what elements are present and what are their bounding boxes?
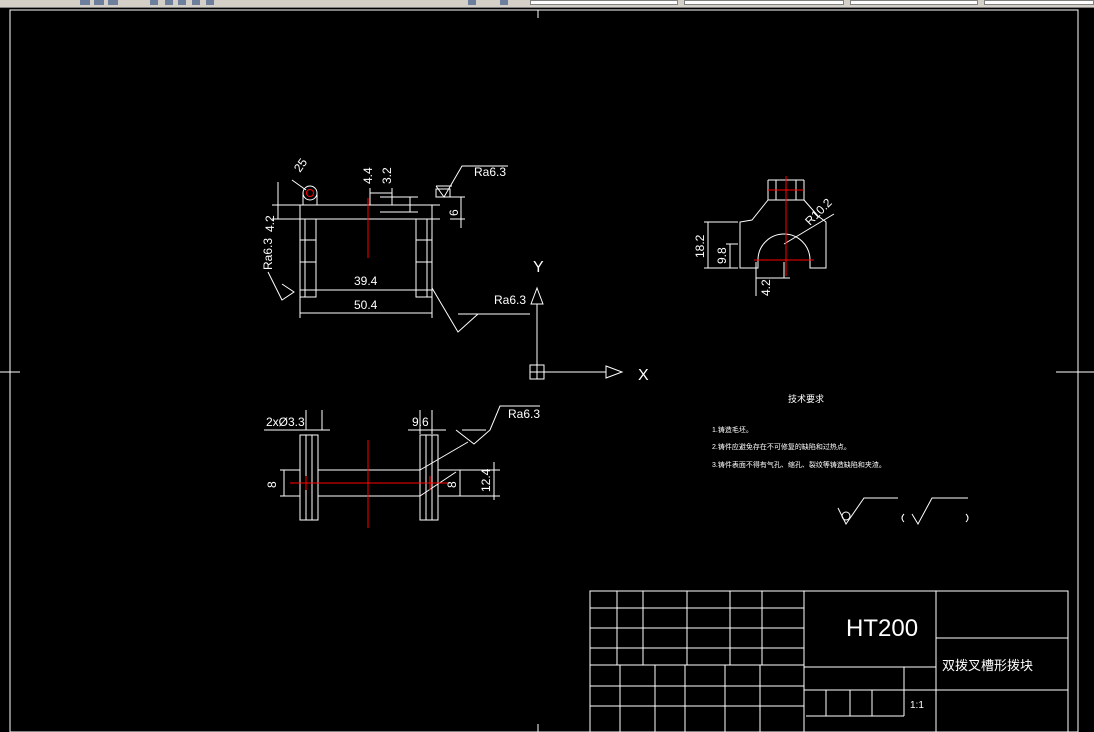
roughness-label: Ra6.3 [508,407,540,421]
dim-3-2: 3.2 [380,167,394,184]
dim-8-right: 8 [445,481,459,488]
dim-18-2: 18.2 [693,234,707,258]
tech-requirements: 技术要求 1.铸造毛坯。 2.铸件应避免存在不可修复的缺陷和过热点。 3.铸件表… [712,393,886,469]
save-icon[interactable] [80,0,90,5]
front-view [264,405,540,521]
dim-9-8: 9.8 [715,247,729,264]
dim-6: 6 [447,209,461,216]
dim-4-2: 4.2 [759,279,773,296]
general-roughness-symbol [837,497,969,526]
roughness-label: Ra6.3 [494,293,526,307]
lineweight-dropdown[interactable] [984,0,1094,5]
dim-50-4: 50.4 [354,298,378,312]
side-view [704,179,835,296]
pan-icon[interactable] [178,0,186,5]
roughness-label: Ra6.3 [261,238,275,270]
tech-req-item: 1.铸造毛坯。 [712,425,753,434]
ucs-x-label: X [638,367,649,384]
publish-icon[interactable] [108,0,118,5]
zoom-window-icon[interactable] [206,0,214,5]
print-icon[interactable] [94,0,104,5]
undo-icon[interactable] [150,0,158,5]
tech-req-item: 2.铸件应避免存在不可修复的缺陷和过热点。 [712,442,851,451]
color-dropdown[interactable] [684,0,844,5]
zoom-icon[interactable] [192,0,200,5]
ucs-y-label: Y [533,259,544,276]
toolbar [0,0,1094,8]
tech-req-item: 3.铸件表面不得有气孔、缩孔、裂纹等铸造缺陷和夹渣。 [712,460,886,469]
dim-4-2: 4.2 [263,215,277,232]
roughness-label: Ra6.3 [474,165,506,179]
dim-39-4: 39.4 [354,274,378,288]
part-name: 双拨叉槽形拨块 [942,658,1033,673]
drawing-frame [9,9,1079,732]
linetype-dropdown[interactable] [850,0,978,5]
layer-dropdown[interactable] [530,0,678,5]
dim-9-6: 9.6 [412,415,429,429]
dim-12-4: 12.4 [479,468,493,492]
material-label: HT200 [846,615,918,642]
dim-25: 25 [291,155,310,174]
properties-icon[interactable] [468,0,476,5]
design-center-icon[interactable] [500,0,508,5]
title-block [589,590,1069,732]
top-view [267,165,530,333]
dim-4-4: 4.4 [361,167,375,184]
ucs-icon [529,286,624,380]
redo-icon[interactable] [165,0,173,5]
scale-label: 1:1 [910,700,924,711]
drawing-canvas[interactable]: 25 4.4 3.2 6 4.2 39.4 50.4 Ra6.3 Ra6.3 R… [0,8,1094,732]
tech-req-title: 技术要求 [788,393,824,404]
dim-holes: 2xØ3.3 [266,415,305,429]
dim-8-left: 8 [265,481,279,488]
